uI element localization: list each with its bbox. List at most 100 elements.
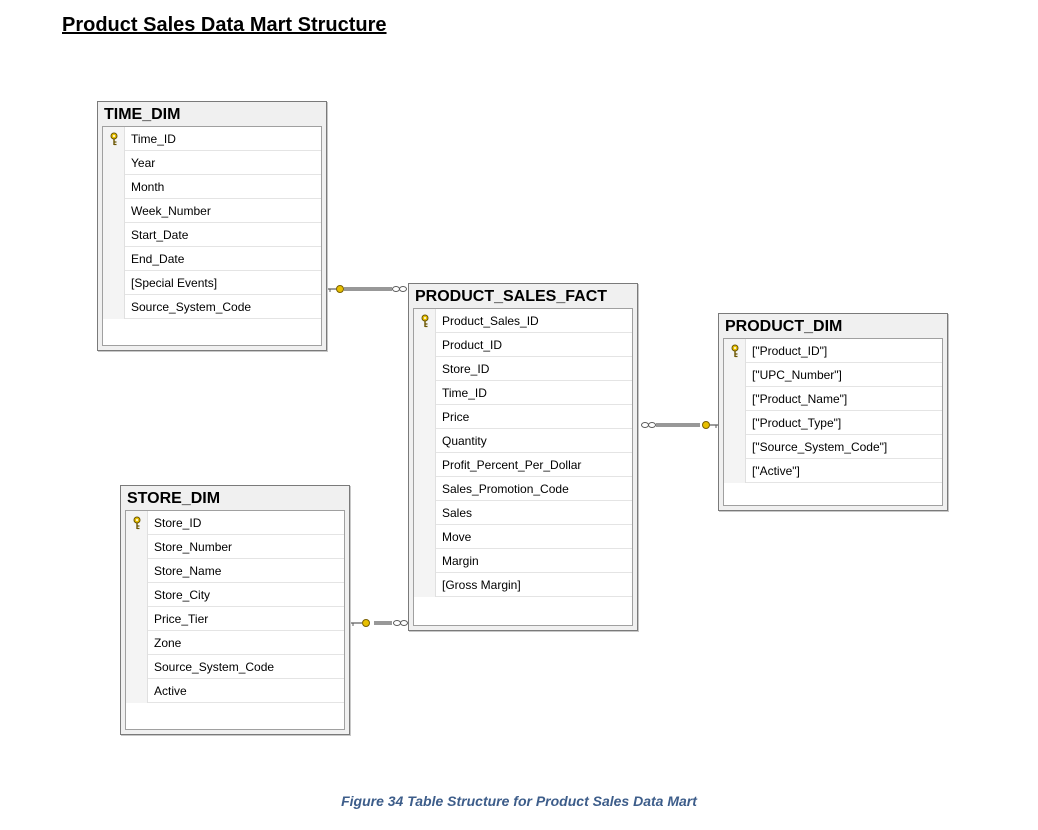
table-title: PRODUCT_SALES_FACT <box>415 288 608 305</box>
column-row[interactable]: ["Active"] <box>724 459 942 483</box>
row-selector <box>414 333 436 357</box>
column-name: Move <box>442 530 472 544</box>
column-row[interactable]: Store_Name <box>126 559 344 583</box>
infinity-end-icon <box>392 286 407 292</box>
column-list: ["Product_ID"] ["UPC_Number"] ["Product_Na… <box>723 338 943 506</box>
column-name: Profit_Percent_Per_Dollar <box>442 458 582 472</box>
column-name: Store_City <box>154 588 211 602</box>
column-name: ["Product_Type"] <box>752 416 842 430</box>
column-row[interactable]: ["Product_ID"] <box>724 339 942 363</box>
row-selector <box>724 387 746 411</box>
column-name: Sales <box>442 506 473 520</box>
row-selector <box>414 549 436 573</box>
column-name: Week_Number <box>131 204 211 218</box>
column-row[interactable]: End_Date <box>103 247 321 271</box>
column-row[interactable]: Zone <box>126 631 344 655</box>
row-selector <box>414 453 436 477</box>
relationship-time-fact[interactable] <box>328 285 407 293</box>
column-row[interactable]: Move <box>414 525 632 549</box>
primary-key-icon <box>421 314 429 328</box>
column-row[interactable]: Margin <box>414 549 632 573</box>
column-name: [Gross Margin] <box>442 578 521 592</box>
row-selector <box>414 477 436 501</box>
column-name: Month <box>131 180 165 194</box>
column-row[interactable]: ["Source_System_Code"] <box>724 435 942 459</box>
column-row[interactable]: Week_Number <box>103 199 321 223</box>
column-name: ["UPC_Number"] <box>752 368 842 382</box>
column-name: Zone <box>154 636 182 650</box>
row-selector <box>126 583 148 607</box>
column-row[interactable]: ["UPC_Number"] <box>724 363 942 387</box>
row-selector <box>414 309 436 333</box>
row-selector <box>724 435 746 459</box>
infinity-end-icon <box>641 422 656 428</box>
column-name: Product_ID <box>442 338 503 352</box>
column-name: Store_Number <box>154 540 233 554</box>
column-row[interactable]: Product_Sales_ID <box>414 309 632 333</box>
column-row[interactable]: Price_Tier <box>126 607 344 631</box>
relationship-store-fact[interactable] <box>351 619 408 627</box>
key-end-icon <box>702 421 718 429</box>
row-selector <box>414 525 436 549</box>
column-row[interactable]: Sales_Promotion_Code <box>414 477 632 501</box>
column-name: Time_ID <box>442 386 487 400</box>
column-name: Price_Tier <box>154 612 209 626</box>
column-name: Source_System_Code <box>154 660 275 674</box>
column-row[interactable]: Store_ID <box>126 511 344 535</box>
relationship-product-fact[interactable] <box>641 421 719 429</box>
row-selector <box>414 381 436 405</box>
table-product-dim[interactable]: PRODUCT_DIM ["Product_ID"]["UPC_Number"]… <box>718 313 948 511</box>
column-row[interactable]: Store_City <box>126 583 344 607</box>
column-name: Quantity <box>442 434 487 448</box>
column-row[interactable]: Quantity <box>414 429 632 453</box>
row-selector <box>103 127 125 151</box>
row-selector <box>103 247 125 271</box>
page-title: Product Sales Data Mart Structure <box>62 14 387 36</box>
column-row[interactable]: [Special Events] <box>103 271 321 295</box>
column-row[interactable]: Product_ID <box>414 333 632 357</box>
column-row[interactable]: Month <box>103 175 321 199</box>
row-selector <box>126 535 148 559</box>
row-selector <box>724 339 746 363</box>
column-name: Price <box>442 410 470 424</box>
row-selector <box>103 175 125 199</box>
column-row[interactable]: Store_ID <box>414 357 632 381</box>
column-row[interactable]: Year <box>103 151 321 175</box>
column-name: Start_Date <box>131 228 189 242</box>
primary-key-icon <box>110 132 118 146</box>
column-row[interactable]: Price <box>414 405 632 429</box>
column-name: Store_ID <box>154 516 202 530</box>
column-row[interactable]: Source_System_Code <box>103 295 321 319</box>
column-row[interactable]: Sales <box>414 501 632 525</box>
column-list: Product_Sales_ID Product_ID Store_ID Time_I… <box>413 308 633 626</box>
column-row[interactable]: ["Product_Type"] <box>724 411 942 435</box>
row-selector <box>724 459 746 483</box>
column-row[interactable]: [Gross Margin] <box>414 573 632 597</box>
column-row[interactable]: Source_System_Code <box>126 655 344 679</box>
column-name: [Special Events] <box>131 276 218 290</box>
column-name: ["Active"] <box>752 464 800 478</box>
column-row[interactable]: Start_Date <box>103 223 321 247</box>
column-row[interactable]: Profit_Percent_Per_Dollar <box>414 453 632 477</box>
row-selector <box>103 199 125 223</box>
column-row[interactable]: Time_ID <box>414 381 632 405</box>
table-title: STORE_DIM <box>127 490 221 507</box>
column-name: Source_System_Code <box>131 300 252 314</box>
column-row[interactable]: Time_ID <box>103 127 321 151</box>
column-name: Store_ID <box>442 362 490 376</box>
column-name: Margin <box>442 554 479 568</box>
key-end-icon <box>351 619 370 627</box>
column-name: Product_Sales_ID <box>442 314 539 328</box>
column-row[interactable]: ["Product_Name"] <box>724 387 942 411</box>
column-name: End_Date <box>131 252 185 266</box>
row-selector <box>414 501 436 525</box>
column-row[interactable]: Active <box>126 679 344 703</box>
column-name: ["Source_System_Code"] <box>752 440 888 454</box>
column-row[interactable]: Store_Number <box>126 535 344 559</box>
primary-key-icon <box>731 344 739 358</box>
